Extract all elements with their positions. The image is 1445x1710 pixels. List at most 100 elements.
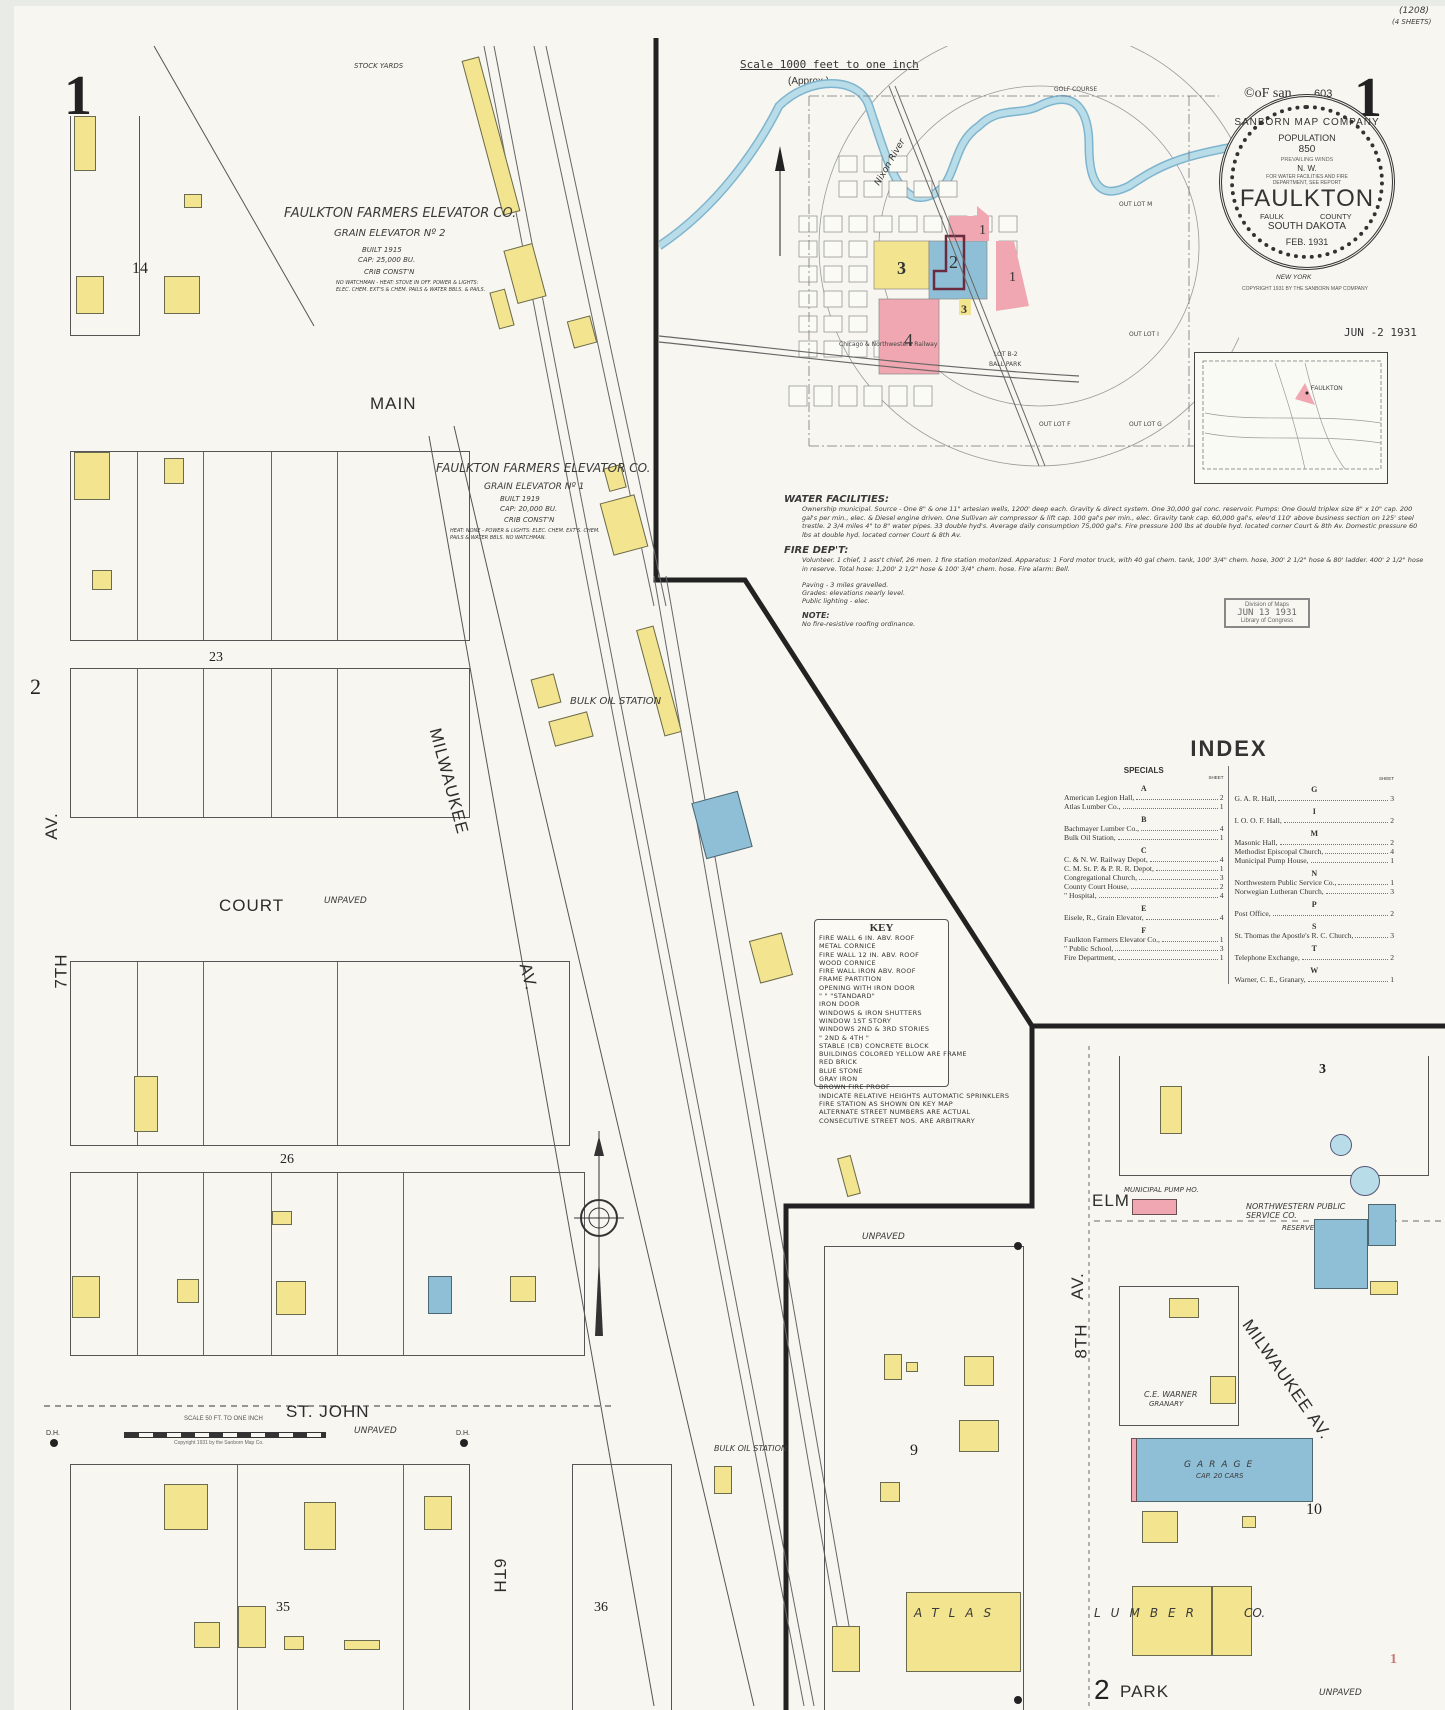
- street-park: PARK: [1120, 1682, 1170, 1701]
- index-entry-sheet: 2: [1390, 816, 1394, 825]
- sheet-divider-line: [44, 38, 1445, 1710]
- granary-label: GRANARY: [1149, 1400, 1184, 1408]
- block-number-23: 23: [209, 650, 223, 665]
- building-frame: [72, 1276, 100, 1318]
- atlas-label: ATLAS: [914, 1606, 1002, 1620]
- building-ce-warner-granary: [1210, 1376, 1236, 1404]
- compass-rose-icon: [574, 1131, 624, 1336]
- title-cartouche: SANBORN MAP COMPANY POPULATION 850 PREVA…: [1219, 94, 1395, 270]
- index-letter-heading: F: [1141, 926, 1147, 935]
- note-title: NOTE:: [802, 611, 830, 620]
- elevator2-built: BUILT 1915: [362, 246, 402, 254]
- block-14-left: [70, 116, 140, 336]
- svg-text:1: 1: [1009, 270, 1016, 285]
- index-entry-name: Eisele, R., Grain Elevator,: [1064, 913, 1144, 922]
- building-municipal-pump-house: [1132, 1199, 1177, 1215]
- index-entry-sheet: 1: [1219, 953, 1224, 962]
- index-entry-name: Post Office,: [1234, 909, 1271, 918]
- index-letter-heading: G: [1311, 785, 1318, 794]
- block-number-26: 26: [280, 1152, 294, 1167]
- index-entry-name: Congregational Church,: [1064, 873, 1137, 882]
- street-8th: 8TH: [1071, 1323, 1091, 1359]
- key-legend-line: " " "STANDARD": [819, 992, 876, 1001]
- building-frame: [1142, 1511, 1178, 1543]
- key-legend-line: FRAME PARTITION: [819, 975, 882, 984]
- index-entry-name: American Legion Hall,: [1064, 793, 1135, 802]
- stamp-line1: Division of Maps: [1244, 602, 1289, 608]
- index-entry: I. O. O. F. Hall,2: [1235, 816, 1395, 825]
- index-entry-sheet: 2: [1390, 909, 1394, 918]
- elevator2-notes: NO WATCHMAN - HEAT: STOVE IN OFF. POWER …: [336, 280, 486, 293]
- index-entry-name: " Hospital,: [1064, 891, 1097, 900]
- garage-label: GARAGE: [1184, 1460, 1259, 1470]
- index-leader-dots: [1325, 847, 1389, 854]
- building-atlas-lumber: [906, 1592, 1021, 1672]
- index-entry: Post Office, 2: [1235, 909, 1395, 918]
- key-legend-line: BLUE STONE: [819, 1066, 863, 1075]
- index-letter-heading: P: [1311, 900, 1317, 909]
- elevator2-const: CRIB CONST'N: [364, 268, 415, 276]
- index-sheet-header-right: SHEET: [1378, 776, 1394, 781]
- index-entry: Municipal Pump House,1: [1235, 856, 1395, 865]
- svg-text:OUT LOT I: OUT LOT I: [1129, 331, 1159, 338]
- cartouche-county-right: COUNTY: [1320, 212, 1352, 221]
- cartouche-state: SOUTH DAKOTA: [1267, 221, 1347, 232]
- index-sheet-header: SHEET: [1208, 775, 1224, 780]
- index-leader-dots: [1117, 833, 1218, 840]
- svg-text:OUT LOT G: OUT LOT G: [1129, 421, 1162, 428]
- stamp-line2: JUN 13 1931: [1237, 608, 1297, 618]
- block-number-3: 3: [1319, 1062, 1326, 1077]
- index-entry-sheet: 2: [1219, 882, 1224, 891]
- footer-sheet-number: 1: [1390, 1652, 1397, 1667]
- key-legend-line: GRAY IRON: [819, 1075, 858, 1084]
- index-entry: Congregational Church, 3: [1064, 873, 1224, 882]
- svg-text:GOLF COURSE: GOLF COURSE: [1054, 86, 1097, 93]
- block-number-2: 2: [1094, 1674, 1110, 1705]
- index-entry: Norwegian Lutheran Church,3: [1235, 887, 1395, 896]
- index-entry: St. Thomas the Apostle's R. C. Church,3: [1235, 931, 1395, 940]
- dry-hydrant-icon: [1014, 1242, 1022, 1250]
- building-frame: [272, 1211, 292, 1225]
- key-legend-line: WINDOW 1ST STORY: [819, 1016, 892, 1025]
- svg-text:3: 3: [961, 302, 967, 316]
- unpaved-court: UNPAVED: [324, 896, 367, 906]
- index-entry-sheet: 2: [1390, 838, 1394, 847]
- index-entry: Warner, C. E., Granary,1: [1235, 975, 1395, 984]
- elevator1-built: BUILT 1919: [500, 495, 540, 503]
- building-frame: [959, 1420, 999, 1452]
- index-entry-name: Bulk Oil Station,: [1064, 833, 1116, 842]
- keymap-scale: Scale 1000 feet to one inch: [740, 58, 919, 71]
- key-legend-line: BUILDINGS COLORED YELLOW ARE FRAME: [819, 1050, 967, 1059]
- block-35: [70, 1464, 470, 1710]
- index-entry: Telephone Exchange,2: [1235, 953, 1395, 962]
- cartouche-company: SANBORN MAP COMPANY: [1234, 117, 1380, 128]
- building-frame: [177, 1279, 199, 1303]
- index-entry: Fire Department, 1: [1064, 953, 1224, 962]
- index-title: INDEX: [1190, 736, 1268, 761]
- building-frame: [344, 1640, 380, 1650]
- cartouche-note2: DEPARTMENT, SEE REPORT: [1272, 180, 1342, 186]
- cartouche-date: FEB. 1931: [1285, 237, 1329, 247]
- block-l: [70, 961, 570, 1146]
- cartouche-winds-label: PREVAILING WINDS: [1280, 157, 1334, 163]
- stamp-line3: Library of Congress: [1240, 618, 1294, 624]
- index-entry: County Court House, 2: [1064, 882, 1224, 891]
- key-legend-line: OPENING WITH IRON DOOR: [819, 983, 915, 992]
- building-frame: [284, 1636, 304, 1650]
- index-entry-name: Fire Department,: [1064, 953, 1116, 962]
- svg-text:2: 2: [949, 252, 958, 272]
- index-entry-name: C. & N. W. Railway Depot,: [1064, 855, 1148, 864]
- index-entry-sheet: 3: [1219, 873, 1224, 882]
- building-oil-storage-2: [714, 1466, 732, 1494]
- index-entry-name: Bachmayer Lumber Co.,: [1064, 824, 1140, 833]
- small-scale-title: SCALE 50 FT. TO ONE INCH: [184, 1416, 263, 1422]
- index-leader-dots: [1136, 793, 1218, 800]
- index-entry-name: C. M. St. P. & P. R. R. Depot,: [1064, 864, 1154, 873]
- index-entry-name: County Court House,: [1064, 882, 1129, 891]
- index-leader-dots: [1155, 864, 1218, 871]
- dry-hydrant-icon: [1014, 1696, 1022, 1704]
- index-entry-sheet: 4: [1219, 891, 1224, 900]
- block-g: [70, 451, 470, 641]
- svg-text:OUT LOT F: OUT LOT F: [1039, 421, 1071, 428]
